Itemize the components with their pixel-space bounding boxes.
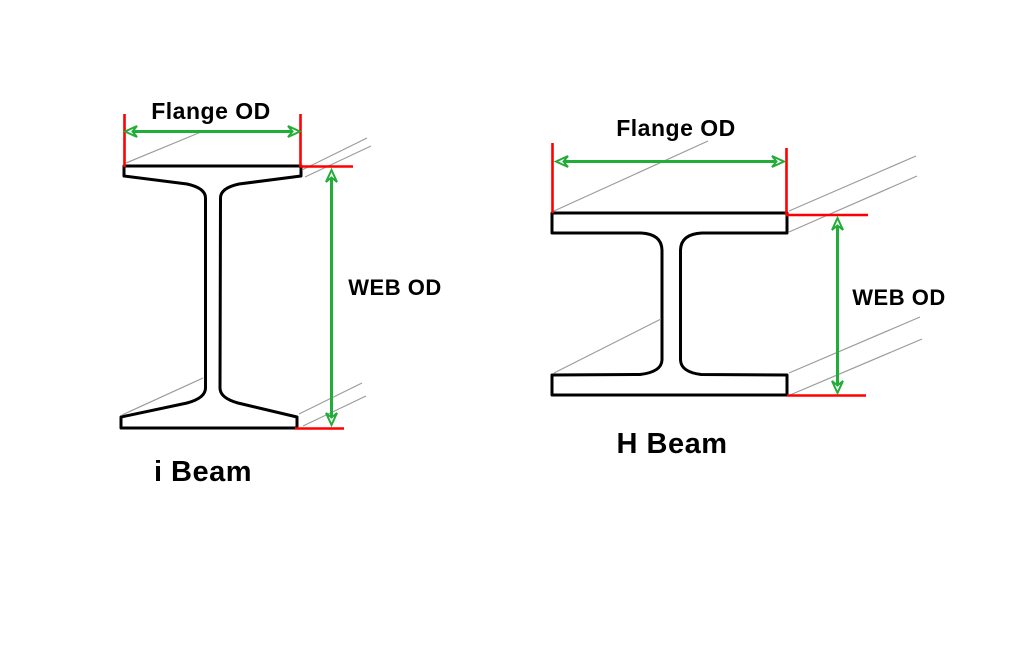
i-beam-outline <box>119 164 303 430</box>
i-beam-web-od-label: WEB OD <box>348 275 441 300</box>
i-beam-title: i Beam <box>154 456 252 488</box>
perspective-line <box>553 318 662 374</box>
h-beam-figure: Flange OD WEB OD H Beam <box>550 115 945 460</box>
arrow-head-up-icon <box>325 167 338 183</box>
h-beam-web-dimension-arrow <box>831 215 844 396</box>
perspective-line <box>301 137 368 171</box>
perspective-line <box>789 338 923 396</box>
perspective-line <box>121 377 204 416</box>
h-beam-web-od-label: WEB OD <box>852 285 945 310</box>
i-beam-web-dimension-arrow <box>325 167 338 428</box>
perspective-line <box>553 140 709 212</box>
h-beam-outline <box>550 211 789 397</box>
i-beam-flange-dimension-arrow <box>122 125 303 138</box>
h-beam-title: H Beam <box>617 428 728 460</box>
perspective-line <box>125 131 202 164</box>
arrow-head-left-icon <box>553 155 569 168</box>
perspective-line <box>788 175 918 233</box>
arrow-head-up-icon <box>831 215 844 231</box>
arrow-head-right-icon <box>771 155 787 168</box>
i-beam-figure: Flange OD WEB OD i Beam <box>119 98 441 488</box>
arrow-head-left-icon <box>122 125 138 138</box>
i-beam-flange-od-label: Flange OD <box>151 98 271 124</box>
perspective-line <box>304 145 372 178</box>
h-beam-flange-dimension-arrow <box>553 155 787 168</box>
arrow-head-right-icon <box>287 125 303 138</box>
perspective-line <box>302 395 367 427</box>
arrow-head-down-icon <box>325 412 338 428</box>
perspective-line <box>788 155 917 212</box>
h-beam-flange-od-label: Flange OD <box>616 115 736 141</box>
arrow-head-down-icon <box>831 380 844 396</box>
perspective-line <box>788 316 921 374</box>
